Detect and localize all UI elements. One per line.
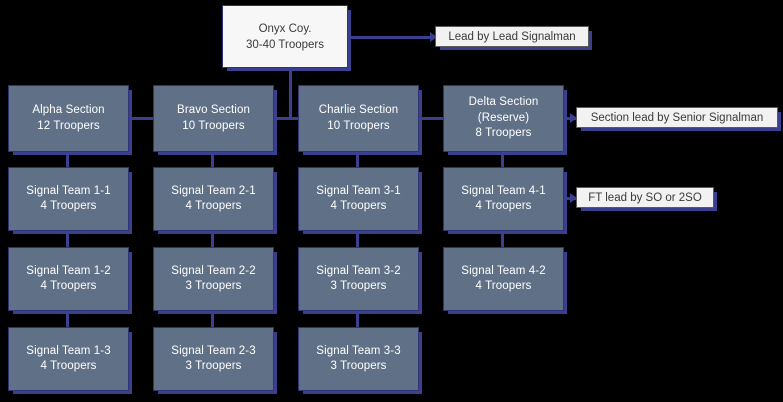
node-delta-section-line1: Delta Section (468, 96, 539, 109)
connector-root-down (289, 68, 292, 120)
node-signal-team-1-3-line2: 4 Troopers (40, 360, 97, 372)
connector-delta-to-t41 (501, 152, 504, 168)
node-signal-team-3-2-line2: 3 Troopers (330, 280, 387, 292)
node-signal-team-2-1-line2: 4 Troopers (185, 200, 242, 212)
note-ft-lead-text: FT lead by SO or 2SO (588, 191, 702, 204)
connector-section-bus-b-c (274, 117, 309, 120)
node-signal-team-4-2-line1: Signal Team 4-2 (461, 264, 546, 277)
node-alpha-section-line2: 12 Troopers (37, 119, 100, 132)
connector-t11-to-t12 (66, 231, 69, 247)
connector-t41-to-t42 (501, 231, 504, 247)
connector-t21-to-t22 (211, 231, 214, 247)
note-section-lead[interactable]: Section lead by Senior Signalman (576, 107, 778, 128)
node-signal-team-1-3-line1: Signal Team 1-3 (26, 344, 111, 357)
node-onyx-coy-line2: 30-40 Troopers (246, 38, 324, 51)
node-signal-team-3-1-line1: Signal Team 3-1 (316, 184, 401, 197)
note-section-lead-text: Section lead by Senior Signalman (590, 111, 764, 124)
connector-t31-to-t32 (356, 231, 359, 247)
node-signal-team-4-1-line2: 4 Troopers (475, 200, 532, 212)
node-signal-team-2-1-line1: Signal Team 2-1 (171, 184, 256, 197)
node-signal-team-2-2-line2: 3 Troopers (185, 280, 242, 292)
note-ft-lead[interactable]: FT lead by SO or 2SO (576, 187, 714, 208)
connector-alpha-to-t11 (66, 152, 69, 168)
node-signal-team-1-1-line2: 4 Troopers (40, 200, 97, 212)
node-onyx-coy-line1: Onyx Coy. (258, 22, 312, 35)
note-lead-signalman-text: Lead by Lead Signalman (448, 30, 576, 43)
node-signal-team-3-3-line2: 3 Troopers (330, 360, 387, 372)
node-signal-team-4-2-line2: 4 Troopers (475, 280, 532, 292)
node-signal-team-1-1-line1: Signal Team 1-1 (26, 184, 111, 197)
node-delta-section-line3: 8 Troopers (475, 127, 532, 140)
connector-section-bus-c-d (419, 117, 454, 120)
node-signal-team-2-2[interactable]: Signal Team 2-2 3 Troopers (153, 247, 274, 311)
node-bravo-section[interactable]: Bravo Section 10 Troopers (153, 85, 274, 152)
node-signal-team-4-1[interactable]: Signal Team 4-1 4 Troopers (443, 167, 564, 231)
connector-t22-to-t23 (211, 311, 214, 327)
node-bravo-section-line1: Bravo Section (177, 104, 250, 116)
node-onyx-coy[interactable]: Onyx Coy. 30-40 Troopers (222, 5, 348, 68)
node-signal-team-1-2[interactable]: Signal Team 1-2 4 Troopers (8, 247, 129, 311)
node-signal-team-1-2-line2: 4 Troopers (40, 280, 97, 292)
node-charlie-section[interactable]: Charlie Section 10 Troopers (298, 85, 419, 152)
node-signal-team-2-3-line1: Signal Team 2-3 (171, 344, 256, 357)
connector-root-to-lead-note (348, 36, 434, 39)
arrow-root-to-lead-note (430, 32, 437, 42)
node-signal-team-1-1[interactable]: Signal Team 1-1 4 Troopers (8, 167, 129, 231)
node-signal-team-3-2-line1: Signal Team 3-2 (316, 264, 401, 277)
node-signal-team-2-1[interactable]: Signal Team 2-1 4 Troopers (153, 167, 274, 231)
node-signal-team-3-2[interactable]: Signal Team 3-2 3 Troopers (298, 247, 419, 311)
connector-charlie-to-t31 (356, 152, 359, 168)
node-signal-team-4-1-line1: Signal Team 4-1 (461, 184, 546, 197)
connector-t12-to-t13 (66, 311, 69, 327)
node-delta-section[interactable]: Delta Section (Reserve) 8 Troopers (443, 85, 564, 152)
node-signal-team-3-1[interactable]: Signal Team 3-1 4 Troopers (298, 167, 419, 231)
node-alpha-section[interactable]: Alpha Section 12 Troopers (8, 85, 129, 152)
node-signal-team-1-2-line1: Signal Team 1-2 (26, 264, 111, 277)
node-charlie-section-line1: Charlie Section (318, 104, 399, 116)
node-signal-team-2-3-line2: 3 Troopers (185, 360, 242, 372)
connector-bravo-to-t21 (211, 152, 214, 168)
arrow-t41-to-ft-note (570, 193, 577, 203)
node-signal-team-3-3-line1: Signal Team 3-3 (316, 344, 401, 357)
node-signal-team-3-1-line2: 4 Troopers (330, 200, 387, 212)
note-lead-signalman[interactable]: Lead by Lead Signalman (435, 26, 589, 47)
node-charlie-section-line2: 10 Troopers (327, 119, 390, 132)
node-signal-team-1-3[interactable]: Signal Team 1-3 4 Troopers (8, 327, 129, 391)
node-signal-team-2-3[interactable]: Signal Team 2-3 3 Troopers (153, 327, 274, 391)
node-bravo-section-line2: 10 Troopers (182, 119, 245, 132)
node-delta-section-line2: (Reserve) (477, 111, 530, 124)
node-signal-team-2-2-line1: Signal Team 2-2 (171, 264, 256, 277)
node-alpha-section-line1: Alpha Section (32, 104, 105, 116)
connector-t32-to-t33 (356, 311, 359, 327)
node-signal-team-3-3[interactable]: Signal Team 3-3 3 Troopers (298, 327, 419, 391)
arrow-delta-to-section-note (570, 113, 577, 123)
connector-section-bus-a-b (129, 117, 164, 120)
node-signal-team-4-2[interactable]: Signal Team 4-2 4 Troopers (443, 247, 564, 311)
